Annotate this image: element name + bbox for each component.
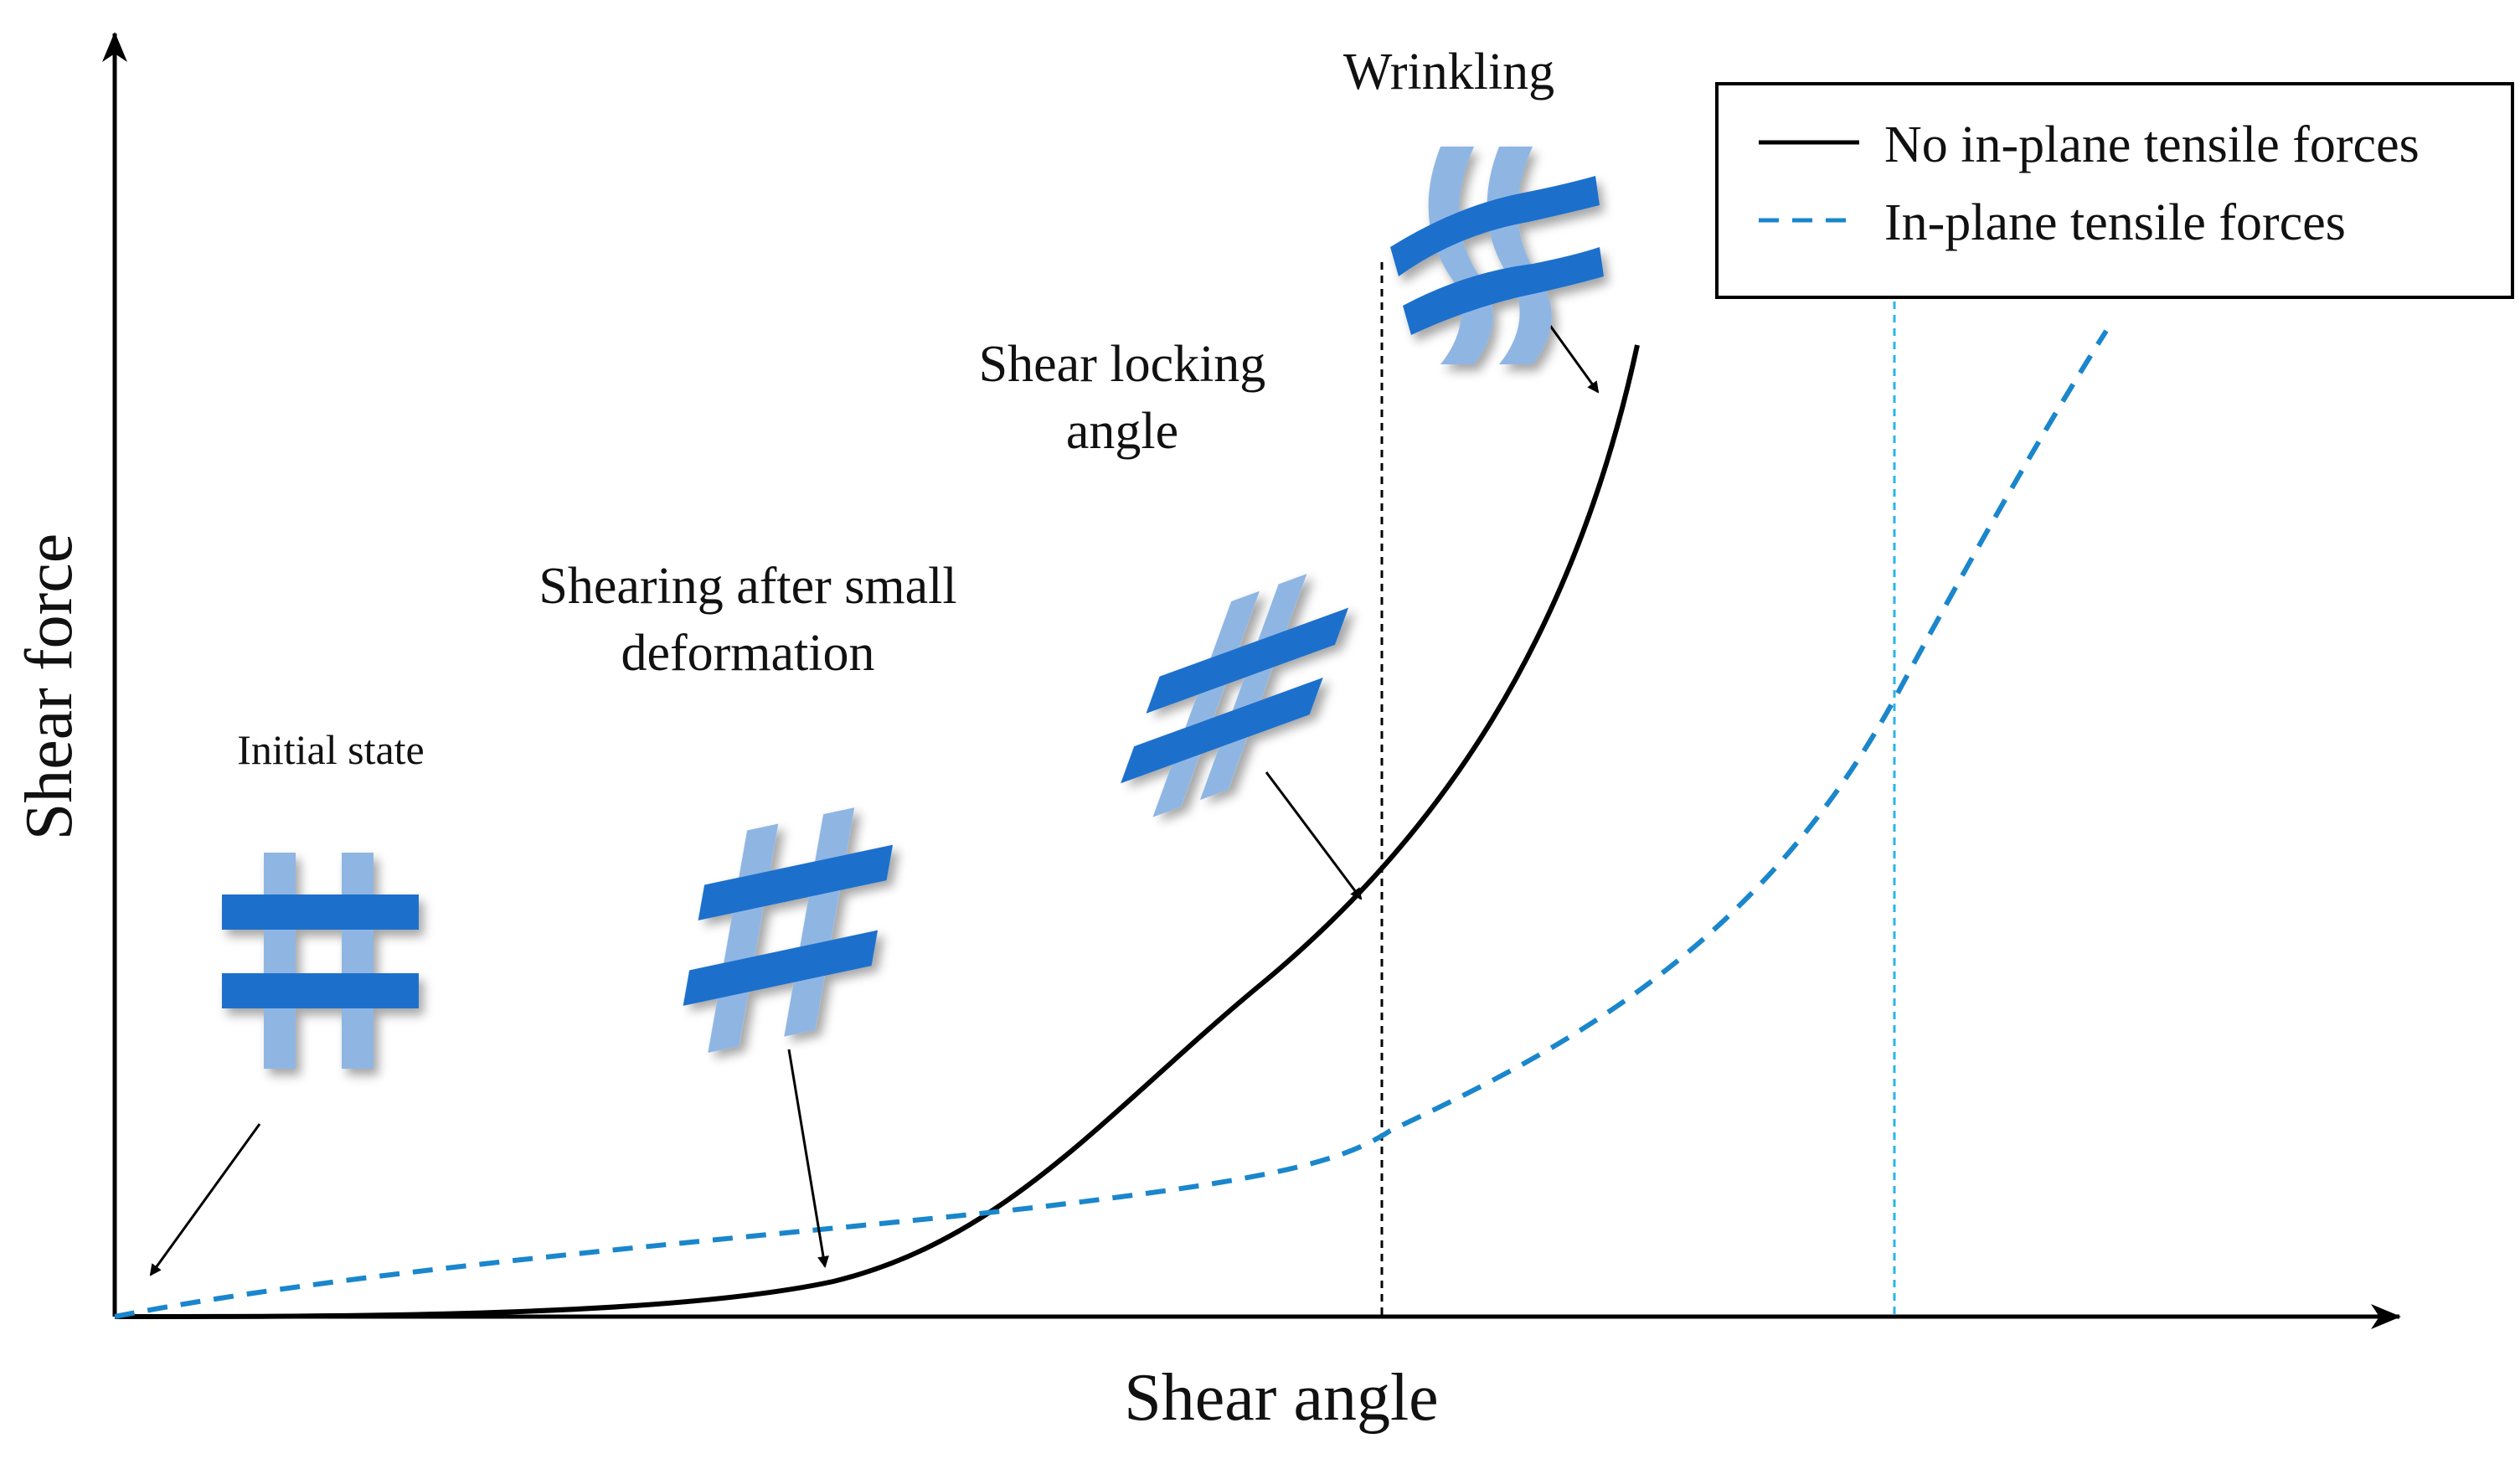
annotation-shearing-line1: Shearing after small: [539, 558, 956, 615]
annotation-locking-line1: Shear locking: [979, 336, 1266, 393]
locking-weave-icon: [1121, 574, 1349, 817]
arrow-initial: [149, 1123, 261, 1276]
legend-label-tensile: In-plane tensile forces: [1884, 194, 2346, 251]
small-shear-weave-icon: [683, 807, 894, 1053]
annotation-locking-line2: angle: [1066, 403, 1178, 460]
arrow-shearing: [787, 1049, 829, 1268]
legend-label-no-tensile: No in-plane tensile forces: [1884, 116, 2420, 173]
curve-no-tensile: [114, 344, 1640, 1319]
legend: No in-plane tensile forces In-plane tens…: [1715, 82, 2514, 299]
annotation-initial-state: Initial state: [237, 726, 425, 773]
initial-weave-icon: [222, 853, 419, 1069]
annotation-shearing-line2: deformation: [621, 625, 874, 682]
arrow-locking: [1265, 771, 1363, 900]
y-axis-label: Shear force: [13, 534, 86, 840]
legend-box: [1715, 82, 2514, 299]
x-axis-label: Shear angle: [1124, 1361, 1438, 1435]
annotation-wrinkling: Wrinkling: [1343, 44, 1554, 101]
curve-tensile: [114, 329, 2109, 1319]
wrinkled-weave-icon: [1390, 147, 1604, 364]
